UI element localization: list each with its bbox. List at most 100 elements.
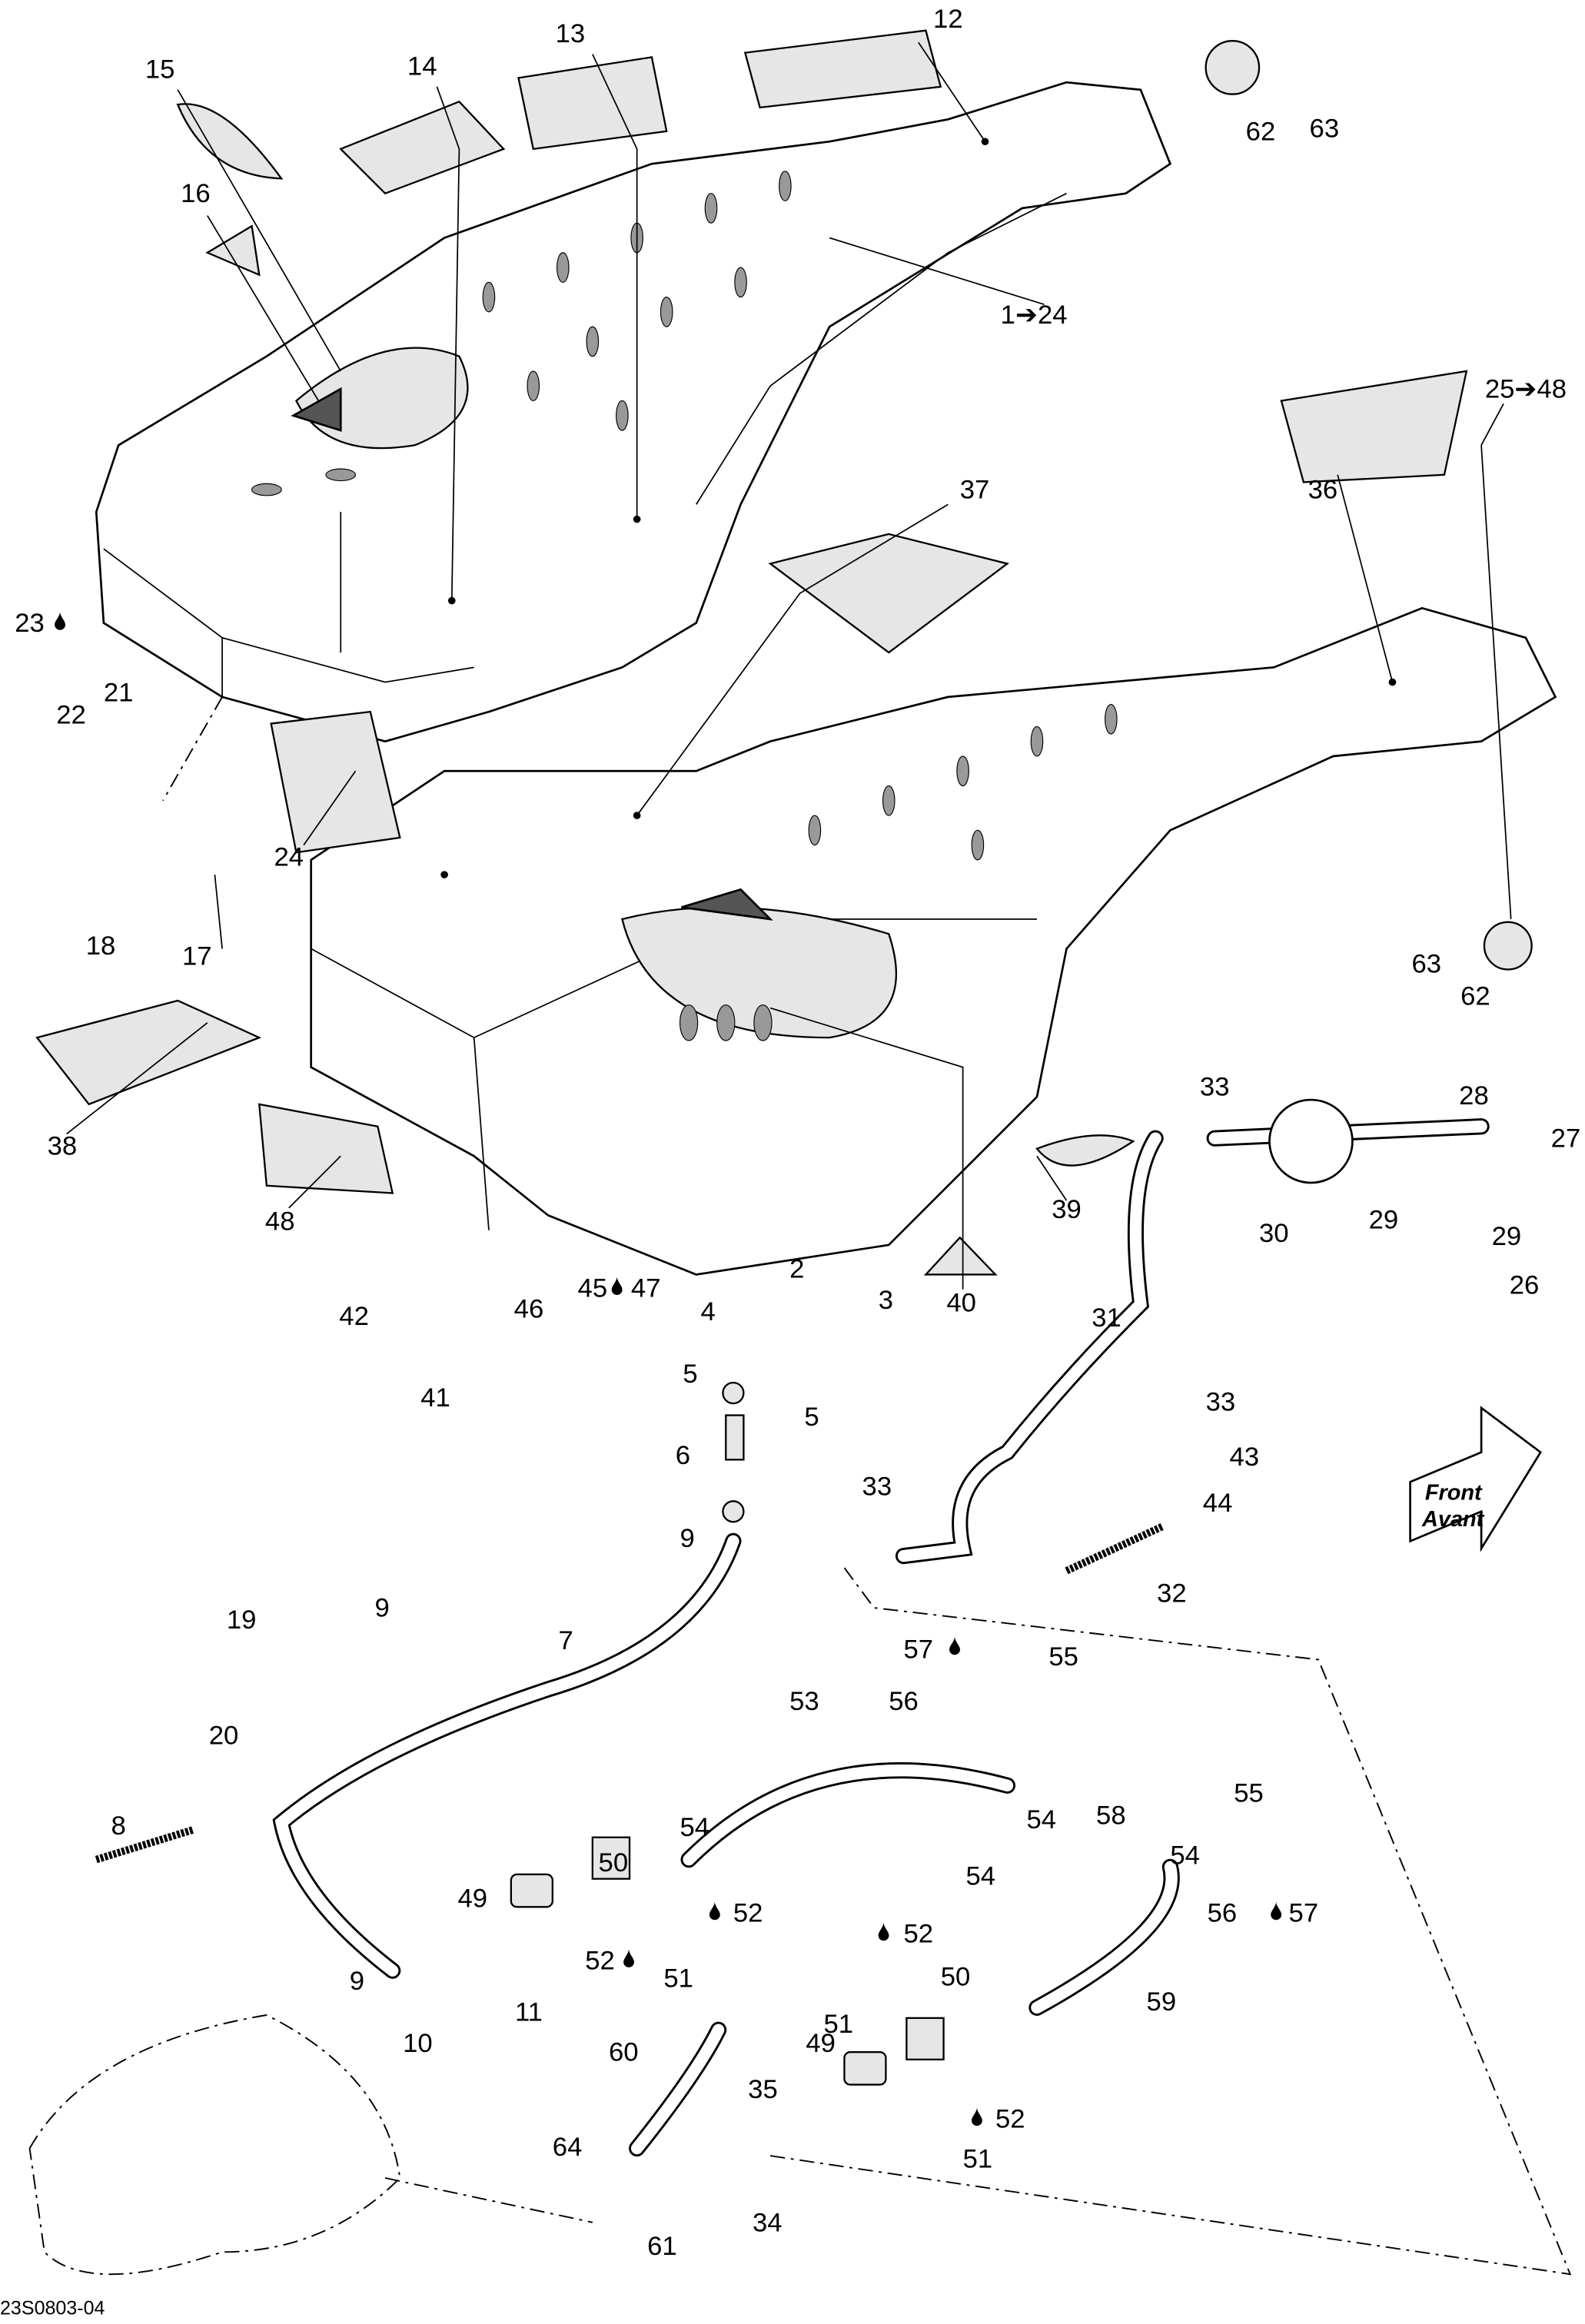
callout: 38 <box>48 1131 78 1160</box>
callout: 62 <box>1246 117 1276 146</box>
callout: 56 <box>889 1687 919 1716</box>
callout: 48 <box>265 1207 295 1237</box>
callout: 52 <box>733 1899 763 1928</box>
bumper-62b <box>1483 921 1533 971</box>
callout: 5 <box>683 1360 697 1389</box>
leader-dashed <box>769 1567 1572 2276</box>
callout: 49 <box>457 1884 487 1913</box>
callout: 54 <box>680 1813 710 1842</box>
callout: 58 <box>1096 1801 1126 1830</box>
callout: 7 <box>559 1626 573 1655</box>
callout: 27 <box>1551 1124 1581 1154</box>
callout: 24 <box>274 843 304 872</box>
callout: 1➔24 <box>1001 300 1068 330</box>
callout: 5 <box>804 1403 819 1432</box>
drop-icon <box>971 2107 982 2126</box>
callout: 6 <box>676 1441 690 1470</box>
decal-16 <box>205 224 261 277</box>
decal-12 <box>743 29 942 109</box>
front-direction-arrow: Front Avant <box>1409 1406 1542 1552</box>
callout: 46 <box>514 1294 544 1323</box>
callout: 47 <box>631 1273 661 1303</box>
callout: 63 <box>1310 114 1340 143</box>
callout: 57 <box>904 1635 934 1665</box>
callout: 37 <box>960 476 990 505</box>
callout: 54 <box>1170 1841 1200 1870</box>
callout: 12 <box>933 5 963 34</box>
callout: 33 <box>862 1472 892 1502</box>
callout: 17 <box>182 942 212 971</box>
callout: 3 <box>879 1286 893 1315</box>
callout: 29 <box>1492 1222 1522 1251</box>
callout: 19 <box>227 1605 257 1635</box>
callout: 50 <box>599 1848 629 1877</box>
callout: 51 <box>963 2145 993 2174</box>
callout: 41 <box>420 1383 450 1413</box>
decal-39 <box>1035 1134 1135 1167</box>
callout: 33 <box>1200 1072 1230 1101</box>
callout: 11 <box>515 1998 543 2027</box>
callout: 53 <box>789 1687 819 1716</box>
callout: 26 <box>1510 1271 1540 1300</box>
fittings <box>510 1381 945 2086</box>
upper-storage-tray <box>95 81 1172 743</box>
callout: 36 <box>1308 476 1338 505</box>
leader-lines <box>66 42 1512 1290</box>
callout: 16 <box>181 179 211 208</box>
callout: 43 <box>1229 1443 1259 1472</box>
callout: 52 <box>904 1920 934 1949</box>
drop-icon <box>878 1921 889 1941</box>
callout: 20 <box>209 1721 239 1750</box>
callout: 34 <box>753 2208 783 2237</box>
callout: 42 <box>339 1302 369 1331</box>
callout: 64 <box>553 2133 583 2162</box>
callout: 15 <box>145 55 175 84</box>
callout: 28 <box>1459 1081 1489 1111</box>
callout: 51 <box>823 2010 853 2039</box>
callout: 62 <box>1460 982 1490 1011</box>
callout: 40 <box>946 1289 976 1318</box>
callout: 25➔48 <box>1485 375 1567 404</box>
decal-24 <box>270 710 401 854</box>
jet-pump-ghost <box>28 2014 401 2276</box>
callout: 2 <box>789 1254 804 1283</box>
callout: 10 <box>403 2029 433 2058</box>
callout: 8 <box>111 1811 126 1841</box>
callout: 44 <box>1203 1489 1233 1518</box>
callout: 30 <box>1259 1219 1289 1248</box>
callout: 55 <box>1048 1642 1078 1672</box>
callout: 55 <box>1234 1779 1264 1808</box>
callout: 60 <box>609 2038 639 2067</box>
decal-36 <box>1280 370 1468 483</box>
decal-48 <box>258 1103 394 1194</box>
hoses <box>95 1098 1490 2157</box>
callout: 18 <box>86 931 116 961</box>
drop-icon <box>1271 1901 1282 1921</box>
callout: 21 <box>104 679 134 708</box>
drop-icon <box>623 1948 634 1967</box>
callout: 52 <box>995 2104 1025 2133</box>
callout: 23 <box>15 609 45 638</box>
callout: 52 <box>585 1946 615 1975</box>
decal-40 <box>923 1236 998 1276</box>
callout: 33 <box>1206 1388 1236 1417</box>
leader-dashed-2 <box>162 696 593 2223</box>
callout: 9 <box>680 1524 695 1553</box>
decal-14 <box>339 100 506 195</box>
callout: 14 <box>407 52 437 81</box>
callout: 54 <box>1026 1805 1056 1834</box>
callout: 22 <box>56 701 86 730</box>
lower-storage-tray <box>310 606 1557 1276</box>
callout: 13 <box>556 19 586 48</box>
diamond-pattern <box>251 171 792 496</box>
callout: 51 <box>663 1964 693 1993</box>
decal-37 <box>768 533 1010 654</box>
callout: 32 <box>1157 1579 1187 1608</box>
drop-icon <box>709 1901 720 1921</box>
callout: 49 <box>806 2029 836 2058</box>
callout: 63 <box>1412 949 1442 978</box>
callout: 57 <box>1289 1899 1319 1928</box>
callout: 50 <box>941 1962 971 1991</box>
callout: 9 <box>375 1594 390 1623</box>
